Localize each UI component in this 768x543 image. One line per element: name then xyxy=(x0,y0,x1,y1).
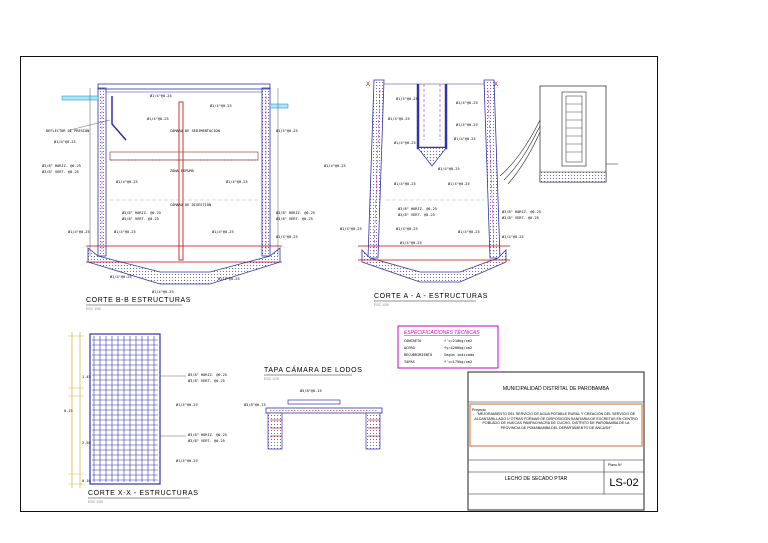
project-description: "MEJORAMIENTO DEL SERVICIO DE AGUA POTAB… xyxy=(474,412,638,430)
stirrup-label: Ø1/4"@0.25 xyxy=(394,181,416,186)
stirrup-label: Ø1/4"@0.25 xyxy=(54,139,76,144)
zona-espuma-label: ZONA ESPUMA xyxy=(170,169,195,173)
spec-key: TAPAS xyxy=(404,360,415,364)
stirrup-label: Ø1/4"@0.25 xyxy=(152,289,174,294)
stirrup-label: Ø1/4"@0.25 xyxy=(276,234,298,239)
spec-key: RECUBRIMIENTO xyxy=(404,353,432,357)
stirrup-label: Ø1/4"@0.25 xyxy=(110,274,132,279)
stirrup-label: Ø1/4"@0.25 xyxy=(438,166,460,171)
camara-sed-label: CÁMARA DE SEDIMENTACIÓN xyxy=(170,128,220,133)
tapa-drawing: TAPA CÁMARA DE LODOS ESC 1/25 Ø3/8"@0.15… xyxy=(244,365,383,450)
corte-aa-scale: ESC 1/50 xyxy=(374,303,389,307)
tapa-scale: ESC 1/25 xyxy=(264,377,279,381)
specs-title: ESPECIFICACIONES TÉCNICAS xyxy=(404,329,480,336)
bar-label: Ø3/8" VERT. @0.25 xyxy=(42,169,79,174)
corte-xx-scale: ESC 1/50 xyxy=(88,500,103,504)
stirrup-label: Ø1/4"@0.25 xyxy=(502,234,524,239)
bar-label: Ø3/8" HORIZ. @0.25 xyxy=(398,206,437,211)
tapa-bar-label: Ø3/8"@0.15 xyxy=(244,402,266,407)
stirrup-label: Ø1/4"@0.25 xyxy=(276,128,298,133)
stirrup-label: Ø1/4"@0.25 xyxy=(454,136,476,141)
stirrup-label: Ø1/4"@0.25 xyxy=(458,229,480,234)
stirrup-label: Ø1/4"@0.25 xyxy=(114,229,136,234)
bar-label: Ø3/8" HORIZ. @0.25 xyxy=(122,210,161,215)
camara-dig-label: CÁMARA DE DIGESTIÓN xyxy=(170,202,211,207)
section-marker: X xyxy=(366,82,370,88)
stirrup-label: Ø1/4"@0.25 xyxy=(396,226,418,231)
tapa-bar-label: Ø3/8"@0.15 xyxy=(300,388,322,393)
tapa-title: TAPA CÁMARA DE LODOS xyxy=(264,365,363,374)
stirrup-label: Ø1/4"@0.25 xyxy=(340,226,362,231)
corte-bb-drawing: DEFLECTOR DE PRESIÓN CÁMARA DE SEDIMENTA… xyxy=(42,83,315,311)
bar-label: Ø3/8" VERT. @0.25 xyxy=(502,215,539,220)
sheet-code: LS-02 xyxy=(609,477,638,489)
stirrup-label: Ø1/4"@0.25 xyxy=(396,96,418,101)
stirrup-label: Ø1/4"@0.25 xyxy=(147,116,169,121)
stirrup-label: Ø1/4"@0.25 xyxy=(150,93,172,98)
stirrup-label: Ø1/4"@0.25 xyxy=(394,140,416,145)
spec-value: Según indicado xyxy=(444,353,474,357)
corte-aa-drawing: X X Ø1/4"@0.25 Ø1/4"@0.25 Ø1/4"@0.25 Ø1/… xyxy=(324,79,541,307)
stirrup-label: Ø1/4"@0.25 xyxy=(68,229,90,234)
corte-aa-title: CORTE A - A - ESTRUCTURAS xyxy=(374,293,488,300)
stirrup-label: Ø1/4"@0.25 xyxy=(448,181,470,186)
bar-label: Ø3/8" HORIZ. @0.25 xyxy=(188,432,227,437)
stirrup-label: Ø1/4"@0.25 xyxy=(176,458,198,463)
bar-label: Ø3/8" VERT. @0.25 xyxy=(276,216,313,221)
stirrup-label: Ø1/4"@0.25 xyxy=(324,163,346,168)
plan-title: LECHO DE SECADO PTAR xyxy=(505,476,568,482)
spec-value: fy=4200kg/cm2 xyxy=(444,346,472,350)
bar-label: Ø3/8" VERT. @0.25 xyxy=(188,438,225,443)
bar-label: Ø3/8" HORIZ. @0.25 xyxy=(502,209,541,214)
stirrup-label: Ø1/4"@0.25 xyxy=(218,276,240,281)
stirrup-label: Ø1/4"@0.25 xyxy=(456,122,478,127)
stirrup-label: Ø1/4"@0.25 xyxy=(210,103,232,108)
bar-label: Ø3/8" VERT. @0.25 xyxy=(188,378,225,383)
spec-key: ACERO xyxy=(404,346,415,350)
dimension-label: 0.10 xyxy=(82,479,91,483)
bar-label: Ø3/8" HORIZ. @0.25 xyxy=(188,372,227,377)
dimension-label: 0.15 xyxy=(64,409,73,413)
corte-xx-drawing: 1.45 0.15 2.50 0.10 Ø3/8" HORIZ. @0.25 Ø… xyxy=(64,332,227,504)
stirrup-label: Ø1/4"@0.25 xyxy=(212,229,234,234)
project-label: Proyecto xyxy=(472,408,486,412)
deflector-label: DEFLECTOR DE PRESIÓN xyxy=(46,128,89,133)
sheet-label: Plano Nº xyxy=(608,463,622,467)
spec-key: CONCRETO xyxy=(404,339,421,343)
stirrup-label: Ø1/4"@0.25 xyxy=(226,179,248,184)
stirrup-label: Ø1/4"@0.25 xyxy=(388,116,410,121)
spec-value: f'c=210kg/cm2 xyxy=(444,339,472,343)
specs-box: ESPECIFICACIONES TÉCNICAS CONCRETO f'c=2… xyxy=(397,325,499,369)
stirrup-label: Ø1/4"@0.25 xyxy=(176,402,198,407)
entity-name: MUNICIPALIDAD DISTRITAL DE PAROBAMBA xyxy=(503,386,610,392)
detail-drawing xyxy=(499,85,618,185)
stirrup-label: Ø1/4"@0.25 xyxy=(456,100,478,105)
bar-label: Ø3/8" HORIZ. @0.25 xyxy=(276,210,315,215)
bar-label: Ø3/8" VERT. @0.25 xyxy=(398,212,435,217)
spec-value: f'c=175kg/cm2 xyxy=(444,360,472,364)
bar-label: Ø3/8" VERT. @0.25 xyxy=(122,216,159,221)
title-block: MUNICIPALIDAD DISTRITAL DE PAROBAMBA Pro… xyxy=(467,371,645,511)
section-marker: X xyxy=(494,82,498,88)
corte-bb-scale: ESC 1/50 xyxy=(86,307,101,311)
bar-label: Ø3/8" HORIZ. @0.25 xyxy=(42,163,81,168)
corte-bb-title: CORTE B-B ESTRUCTURAS xyxy=(86,297,191,304)
dimension-label: 2.50 xyxy=(82,441,91,445)
stirrup-label: Ø1/4"@0.25 xyxy=(400,240,422,245)
stirrup-label: Ø1/4"@0.25 xyxy=(116,179,138,184)
corte-xx-title: CORTE X-X - ESTRUCTURAS xyxy=(88,490,199,497)
dimension-label: 1.45 xyxy=(82,375,91,379)
